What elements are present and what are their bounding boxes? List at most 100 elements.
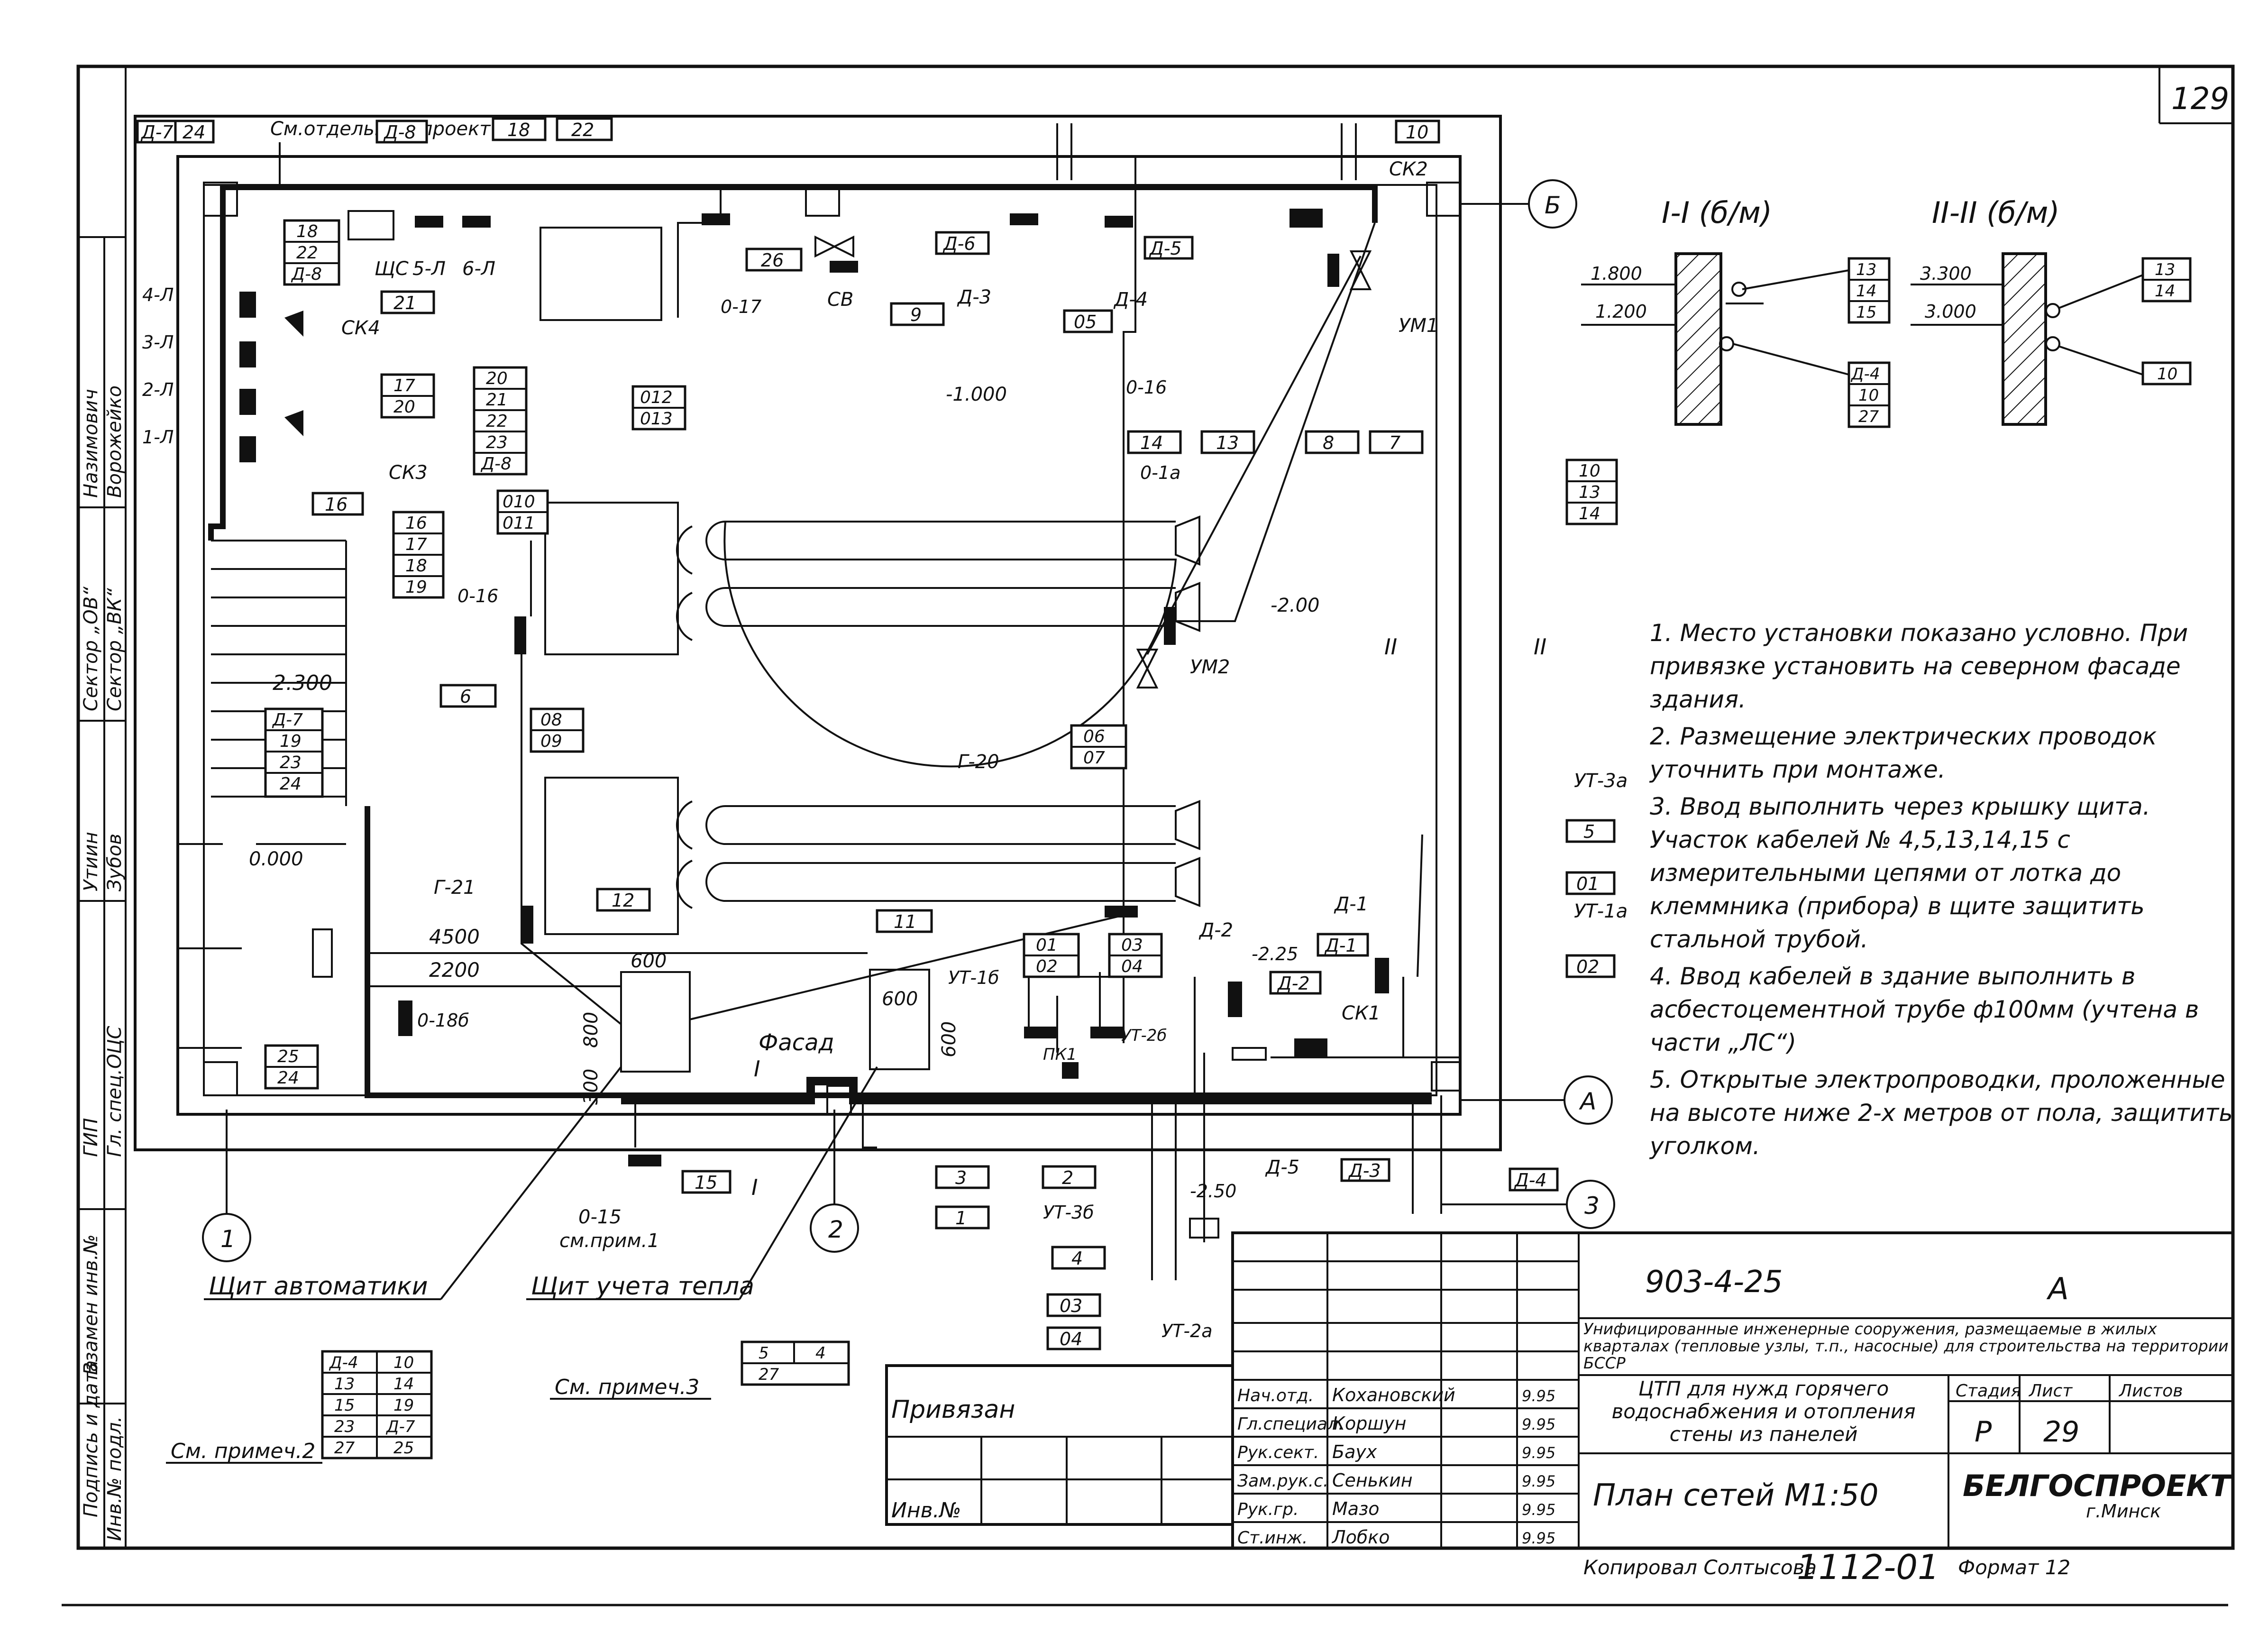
svg-text:03: 03 [1121,936,1143,955]
svg-text:2-Л: 2-Л [142,379,174,400]
svg-text:04: 04 [1060,1329,1082,1349]
svg-text:Д-6: Д-6 [942,233,976,254]
svg-text:4: 4 [1071,1248,1083,1269]
svg-text:02: 02 [1036,957,1058,976]
svg-text:600: 600 [882,988,918,1010]
project-code: 903-4-25 [1645,1265,1783,1300]
svg-text:Д-7: Д-7 [385,1417,415,1436]
svg-text:Стадия: Стадия [1956,1381,2021,1401]
svg-text:Мазо: Мазо [1332,1498,1380,1519]
svg-text:Утиин: Утиин [80,832,102,891]
svg-text:2: 2 [828,1216,843,1243]
svg-text:ЩС: ЩС [375,258,409,280]
svg-text:29: 29 [2043,1415,2079,1449]
svg-text:9.95: 9.95 [1522,1529,1555,1547]
svg-text:19: 19 [280,732,302,751]
svg-text:Д-4: Д-4 [1850,365,1880,384]
svg-text:8: 8 [1323,432,1334,453]
svg-text:15: 15 [334,1396,355,1415]
svg-text:Рук.гр.: Рук.гр. [1237,1500,1299,1519]
svg-text:Д-4: Д-4 [1113,289,1148,311]
svg-text:г.Минск: г.Минск [2086,1501,2161,1522]
svg-text:I-I (б/м): I-I (б/м) [1662,195,1772,230]
svg-text:01: 01 [1036,936,1058,955]
svg-text:УТ-2а: УТ-2а [1161,1321,1213,1341]
svg-text:0-18б: 0-18б [417,1010,469,1031]
svg-text:Гл.специал.: Гл.специал. [1237,1414,1344,1434]
svg-text:Д-3: Д-3 [1348,1160,1381,1181]
svg-text:23: 23 [486,433,508,452]
svg-text:6: 6 [460,686,471,707]
svg-text:27: 27 [1858,407,1879,426]
svg-text:800: 800 [580,1012,602,1048]
svg-text:18: 18 [296,222,318,241]
svg-text:5-Л: 5-Л [412,258,446,280]
svg-text:УТ-1а: УТ-1а [1574,900,1628,922]
svg-text:21: 21 [486,390,508,410]
svg-text:I: I [754,1056,760,1082]
svg-text:24: 24 [280,774,302,794]
svg-text:Копировал Солтысова: Копировал Солтысова [1583,1556,1817,1579]
svg-text:УМ1: УМ1 [1399,315,1438,337]
svg-text:-2.25: -2.25 [1252,944,1298,964]
panel-heat-metering-label: Щит учета тепла [531,1272,754,1301]
facade-label: Фасад [759,1029,834,1056]
svg-text:Зубов: Зубов [104,834,126,891]
svg-text:19: 19 [405,578,427,597]
svg-text:Нач.отд.: Нач.отд. [1237,1386,1314,1405]
svg-text:УТ-2б: УТ-2б [1121,1026,1167,1045]
svg-text:14: 14 [2155,282,2175,301]
svg-text:Кохановский: Кохановский [1332,1385,1455,1405]
svg-text:СК3: СК3 [389,462,428,484]
svg-text:УТ-3а: УТ-3а [1574,770,1628,792]
equipment [540,227,1200,1073]
svg-text:27: 27 [334,1439,355,1458]
svg-text:Назимович: Назимович [80,389,102,498]
svg-text:19: 19 [393,1396,414,1415]
note-3: 3. Ввод выполнить через крышку щита. Уча… [1650,793,2150,953]
sheet-title: План сетей М1:50 [1593,1478,1879,1513]
svg-text:Р: Р [1975,1415,1992,1449]
callouts: Щит автоматики Щит учета тепла Д-4 10 13… [166,1066,878,1464]
svg-text:22: 22 [296,243,318,263]
svg-text:14: 14 [1856,282,1876,301]
svg-text:21: 21 [393,293,416,313]
svg-text:СК4: СК4 [341,317,380,339]
svg-text:Подпись и дата: Подпись и дата [80,1360,102,1517]
svg-text:5: 5 [759,1344,769,1363]
svg-text:4500: 4500 [429,925,480,948]
svg-text:3-Л: 3-Л [142,332,174,353]
svg-text:ГИП: ГИП [80,1118,102,1157]
svg-text:Рук.сект.: Рук.сект. [1237,1443,1319,1462]
svg-text:Д-8: Д-8 [291,265,322,284]
svg-text:13: 13 [334,1375,355,1394]
svg-text:23: 23 [334,1417,355,1436]
svg-text:Д-3: Д-3 [957,286,991,308]
svg-text:600: 600 [938,1021,960,1057]
axis-markers: Б А 1 2 3 II II I I [202,179,1615,1262]
svg-text:Д-2: Д-2 [1277,973,1310,994]
svg-text:1: 1 [955,1208,967,1229]
svg-text:А: А [2046,1272,2069,1307]
tag-boxes: Д-7 24 См.отдельный проект Д-8 18 22 ЩС … [136,117,1628,1350]
svg-text:Лист: Лист [2028,1381,2073,1401]
svg-text:16: 16 [405,514,427,533]
svg-text:17: 17 [405,535,427,554]
svg-text:0-15: 0-15 [578,1206,622,1228]
svg-text:3.300: 3.300 [1920,263,1972,284]
svg-text:Д-7: Д-7 [272,710,303,730]
note-5: 5. Открытые электропроводки, проложенные… [1650,1066,2233,1160]
svg-text:22: 22 [486,412,508,431]
svg-text:06: 06 [1083,727,1105,746]
svg-text:14: 14 [1140,432,1163,453]
svg-text:Д-8: Д-8 [480,454,512,474]
svg-text:10: 10 [393,1353,414,1372]
svg-text:1-Л: 1-Л [142,427,174,448]
svg-text:Г-20: Г-20 [958,751,999,773]
svg-text:13: 13 [1856,260,1876,279]
svg-text:010: 010 [503,492,535,512]
svg-text:СВ: СВ [827,289,853,311]
svg-text:11: 11 [894,911,916,932]
note-4: 4. Ввод кабелей в здание выполнить в асб… [1650,963,2199,1056]
svg-text:4: 4 [815,1344,826,1363]
